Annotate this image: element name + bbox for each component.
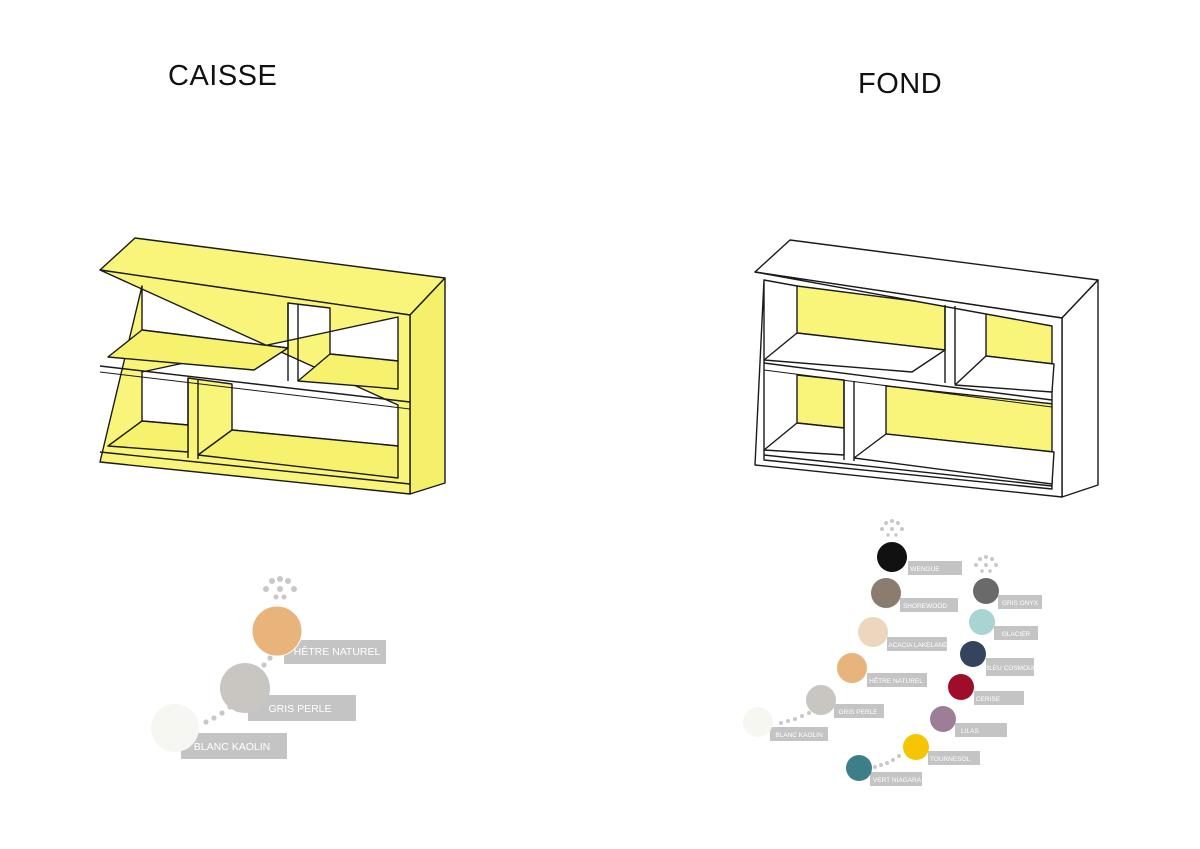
fond-right-label-bg-5 xyxy=(955,723,1007,737)
caisse-swatch-gris-perle[interactable] xyxy=(220,663,270,713)
caisse-title: CAISSE xyxy=(168,60,278,92)
fond-swatch-tournesol[interactable] xyxy=(903,734,929,760)
fond-shelf-illustration xyxy=(754,239,1099,498)
fond-swatch-vert-niagara[interactable] xyxy=(846,755,872,781)
fond-swatch-lilas[interactable] xyxy=(930,706,956,732)
fond-swatch-group-left: WENGUE SHOREWOOD ACACIA LAKELAND HÊTRE N… xyxy=(743,519,962,741)
fond-swatch-group-right: GRIS ONYX GLACIER BLEU COSMOUE CERISE LI… xyxy=(846,555,1042,786)
fond-left-label-bg-6 xyxy=(770,727,828,741)
fond-label-gris-onyx: GRIS ONYX xyxy=(1002,600,1039,607)
fond-left-label-bg-4 xyxy=(867,673,927,687)
fond-label-glacier: GLACIER xyxy=(1002,631,1031,638)
fond-label-hetre-naturel: HÊTRE NATUREL xyxy=(869,676,923,685)
caisse-shelf-illustration xyxy=(99,237,446,495)
fond-swatch-glacier[interactable] xyxy=(969,609,995,635)
caisse-swatch-hetre-naturel[interactable] xyxy=(251,605,303,657)
fond-label-gris-perle: GRIS PERLE xyxy=(838,709,878,716)
fond-left-sparkle-icon xyxy=(880,519,904,537)
fond-right-sparkle-icon xyxy=(974,555,998,573)
caisse-label-bg-3 xyxy=(181,733,287,759)
fond-label-cerise: CERISE xyxy=(976,696,1001,703)
fond-right-label-bg-7 xyxy=(870,772,922,786)
fond-right-dot-connector xyxy=(873,754,901,769)
caisse-right-side xyxy=(409,277,446,495)
fond-swatch-hetre-naturel[interactable] xyxy=(837,653,867,683)
fond-label-bleu-cosmoue: BLEU COSMOUE xyxy=(985,665,1038,672)
fond-swatch-acacia-lakeland[interactable] xyxy=(858,617,888,647)
fond-swatch-bleu-cosmoue[interactable] xyxy=(960,641,986,667)
fond-left-dot-connector xyxy=(779,707,818,725)
caisse-label-blanc-kaolin: BLANC KAOLIN xyxy=(194,741,270,753)
fond-swatch-gris-onyx[interactable] xyxy=(973,578,999,604)
fond-label-vert-niagara: VERT NIAGARA xyxy=(873,777,922,784)
fond-left-label-bg-2 xyxy=(900,598,958,612)
fond-label-wengue: WENGUE xyxy=(910,566,940,573)
fond-right-label-bg-6 xyxy=(928,751,980,765)
fond-swatch-shorewood[interactable] xyxy=(871,578,901,608)
fond-swatch-cerise[interactable] xyxy=(948,674,974,700)
caisse-label-gris-perle: GRIS PERLE xyxy=(268,703,331,715)
fond-swatch-wengue[interactable] xyxy=(877,542,907,572)
fond-back-panel-3 xyxy=(796,374,845,429)
fond-label-lilas: LILAS xyxy=(961,728,979,735)
fond-left-label-bg-5 xyxy=(834,704,884,718)
fond-left-label-bg-1 xyxy=(908,561,962,575)
fond-right-label-bg-3 xyxy=(986,658,1034,676)
fond-label-blanc-kaolin: BLANC KAOLIN xyxy=(775,732,823,739)
caisse-swatch-blanc-kaolin[interactable] xyxy=(151,704,199,752)
caisse-label-hetre-naturel: HÊTRE NATUREL xyxy=(294,645,381,658)
fond-title: FOND xyxy=(858,68,943,100)
caisse-sparkle-icon xyxy=(263,576,297,600)
fond-label-acacia-lakeland: ACACIA LAKELAND xyxy=(888,642,948,649)
fond-label-tournesol: TOURNESOL xyxy=(930,756,971,763)
fond-left-label-bg-3 xyxy=(887,637,947,651)
fond-right-label-bg-4 xyxy=(974,691,1024,705)
fond-right-label-bg-2 xyxy=(994,626,1038,640)
fond-swatch-blanc-kaolin[interactable] xyxy=(743,707,773,737)
fond-label-shorewood: SHOREWOOD xyxy=(903,603,947,610)
caisse-swatch-group: HÊTRE NATUREL GRIS PERLE BLANC KAOLIN xyxy=(151,576,386,759)
fond-swatch-gris-perle[interactable] xyxy=(806,685,836,715)
caisse-label-bg-1 xyxy=(284,640,386,664)
fond-right-side xyxy=(1061,279,1099,498)
fond-right-label-bg-1 xyxy=(998,595,1042,609)
